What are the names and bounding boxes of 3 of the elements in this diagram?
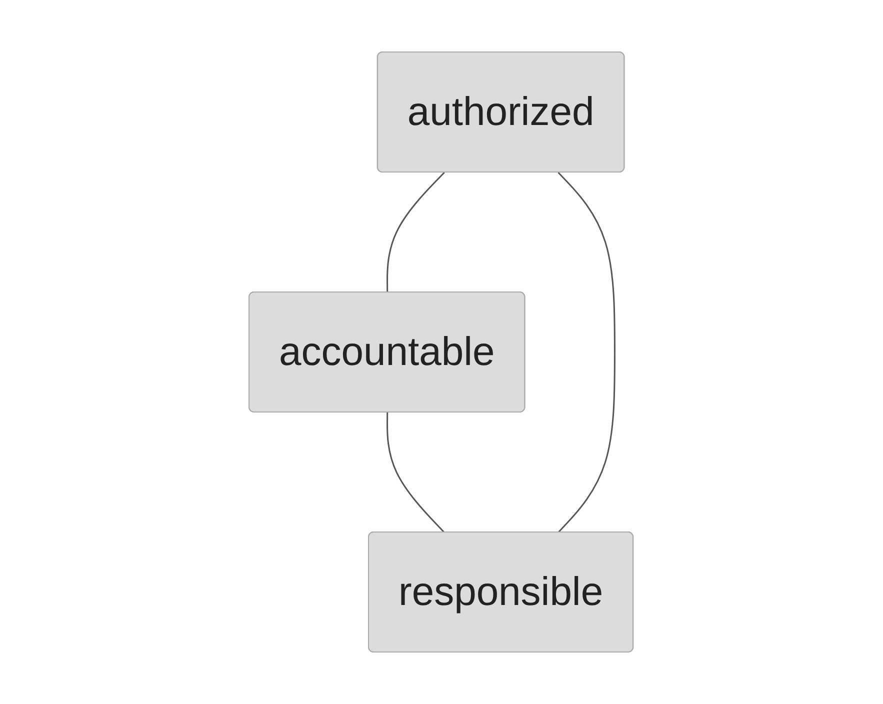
connector (558, 172, 616, 533)
connector (386, 172, 446, 293)
connector (386, 412, 446, 533)
